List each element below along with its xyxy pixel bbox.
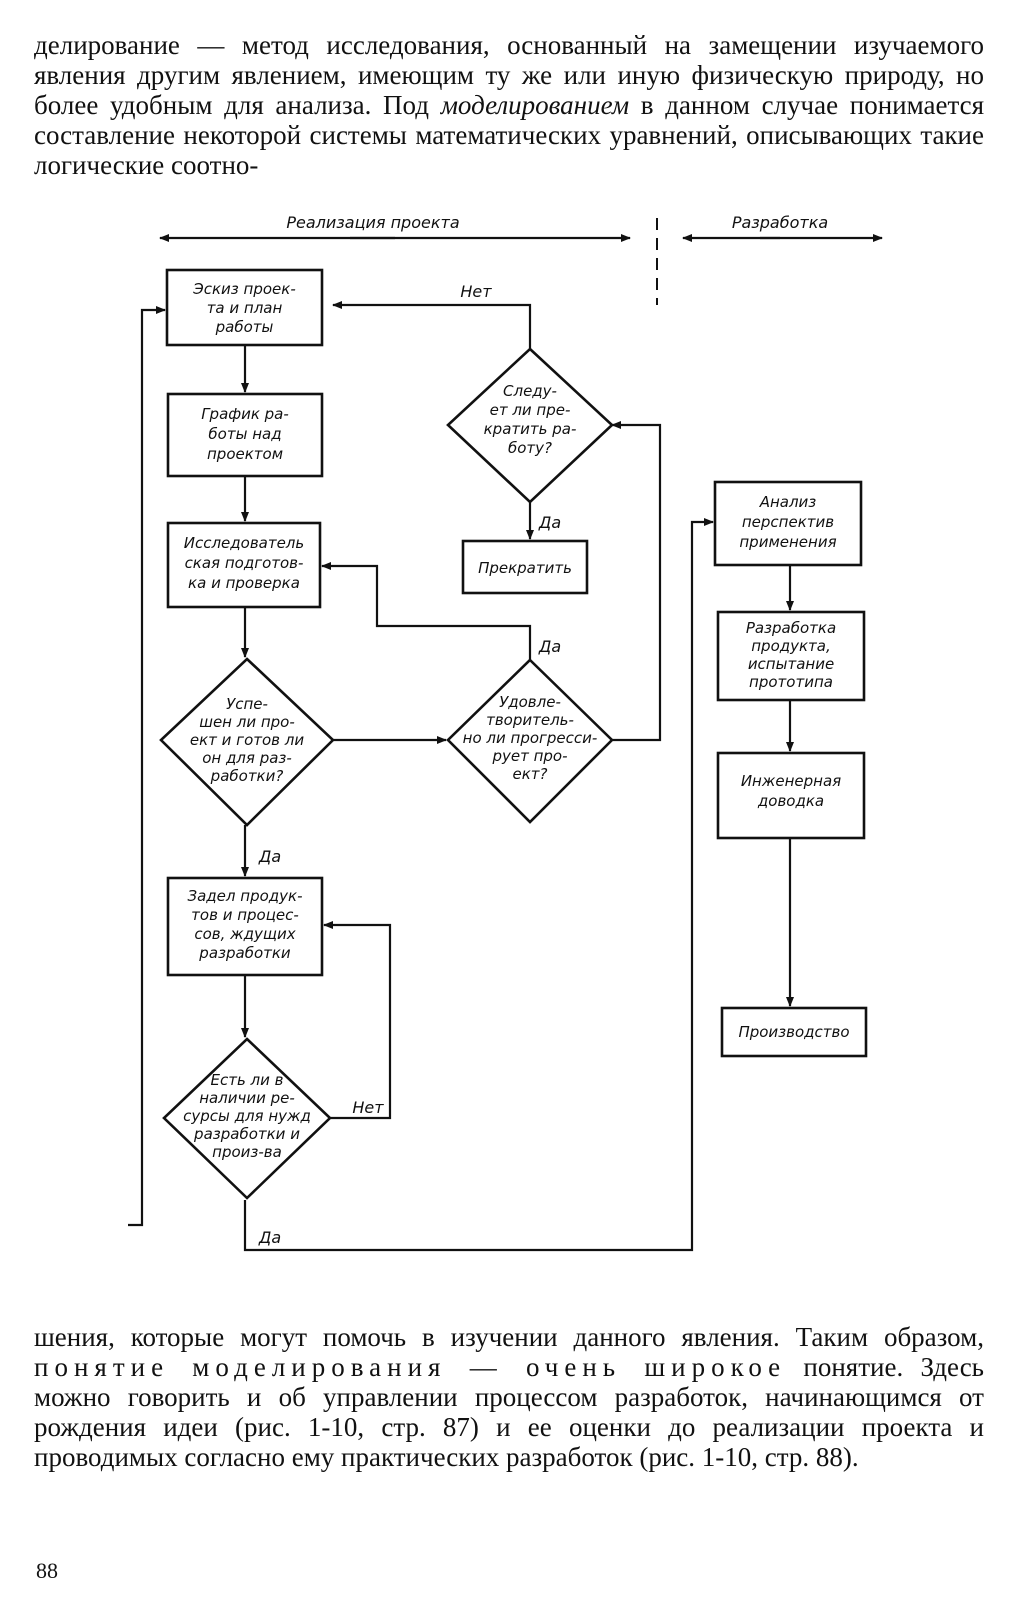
page-number: 88 xyxy=(36,1558,58,1583)
box-product-development-line-1: Разработка xyxy=(746,619,836,637)
label-no-stop: Нет xyxy=(460,282,492,301)
box-product-development: Разработка продукта, испытание прототипа xyxy=(716,610,866,702)
decision-resources: Есть ли в наличии ре- сурсы для нужд раз… xyxy=(162,1037,332,1200)
box-production-line-1: Производство xyxy=(738,1023,849,1041)
box-schedule-line-3: проектом xyxy=(207,445,283,463)
decision-resources-line-1: Есть ли в xyxy=(210,1071,283,1089)
box-research: Исследователь ская подготов- ка и провер… xyxy=(166,521,322,609)
header-development: Разработка xyxy=(682,213,883,242)
box-schedule: График ра- боты над проектом xyxy=(166,392,324,478)
edge-progress-yes-to-research xyxy=(321,562,532,660)
paragraph-top-part2: в данном случае понимается составление н… xyxy=(34,90,984,180)
decision-progress-line-4: рует про- xyxy=(491,747,567,765)
paragraph-bottom-part2: понятие. Здесь можно говорить и об управ… xyxy=(34,1352,984,1472)
box-stop-line-1: Прекратить xyxy=(478,559,572,577)
box-engineering: Инженерная доводка xyxy=(716,751,866,840)
label-yes-progress: Да xyxy=(538,637,561,656)
decision-stop-work: Следу- ет ли пре- кратить ра- боту? xyxy=(446,347,614,504)
label-yes-resources: Да xyxy=(258,1228,281,1247)
box-engineering-line-1: Инженерная xyxy=(741,772,841,790)
box-research-line-1: Исследователь xyxy=(184,534,305,552)
edge-progress-to-stop-decision xyxy=(611,421,662,742)
box-backlog-line-1: Задел продук- xyxy=(188,887,303,905)
box-sketch-line-3: работы xyxy=(215,318,274,336)
decision-stop-work-line-4: боту? xyxy=(508,439,552,457)
decision-success-line-2: шен ли про- xyxy=(199,713,295,731)
term-modeling: моделированием xyxy=(440,90,630,120)
decision-success-line-1: Успе- xyxy=(226,695,268,713)
box-sketch-line-1: Эскиз проек- xyxy=(192,280,295,298)
decision-progress-line-2: творитель- xyxy=(486,711,574,729)
paragraph-bottom-part1: шения, которые могут помочь в изучении д… xyxy=(34,1322,984,1352)
label-yes-stop: Да xyxy=(538,513,561,532)
box-stop: Прекратить xyxy=(461,539,589,595)
paragraph-bottom: шения, которые могут помочь в изучении д… xyxy=(34,1322,984,1472)
box-engineering-line-2: доводка xyxy=(757,792,824,810)
decision-success-line-4: он для раз- xyxy=(202,749,292,767)
box-analysis-line-3: применения xyxy=(739,533,836,551)
box-production: Производство xyxy=(720,1006,868,1058)
decision-stop-work-line-1: Следу- xyxy=(503,382,557,400)
label-no-resources: Нет xyxy=(352,1098,384,1117)
edge-resources-yes-to-analysis xyxy=(243,518,714,1252)
edge-return-to-sketch xyxy=(128,306,166,1227)
paragraph-top: делирование — метод исследования, основа… xyxy=(34,30,984,180)
box-backlog-line-4: разработки xyxy=(198,944,291,962)
box-product-development-line-3: испытание xyxy=(748,655,834,673)
header-realization: Реализация проекта xyxy=(159,213,631,242)
decision-resources-line-4: разработки и xyxy=(193,1125,300,1143)
decision-progress-line-3: но ли прогресси- xyxy=(463,729,598,747)
decision-success: Успе- шен ли про- ект и готов ли он для … xyxy=(159,657,335,827)
box-research-line-2: ская подготов- xyxy=(185,554,304,572)
box-backlog-line-3: сов, ждущих xyxy=(194,925,295,943)
decision-resources-line-3: сурсы для нужд xyxy=(183,1107,311,1125)
header-realization-label: Реализация проекта xyxy=(286,213,459,232)
box-sketch-line-2: та и план xyxy=(207,299,283,317)
decision-progress-line-1: Удовле- xyxy=(499,693,561,711)
box-schedule-line-2: боты над xyxy=(208,425,281,443)
edge-stop-no-to-sketch xyxy=(332,301,532,350)
box-schedule-line-1: График ра- xyxy=(201,405,289,423)
box-research-line-3: ка и проверка xyxy=(188,574,300,592)
decision-progress: Удовле- творитель- но ли прогресси- рует… xyxy=(446,658,614,824)
edge-resources-no-to-backlog xyxy=(323,921,392,1120)
box-product-development-line-4: прототипа xyxy=(749,673,833,691)
decision-resources-line-5: произ-ва xyxy=(212,1143,282,1161)
box-analysis-line-1: Анализ xyxy=(759,493,817,511)
decision-success-line-5: работки? xyxy=(210,767,284,785)
paragraph-top-part1: делирование — метод исследования, основа… xyxy=(34,30,984,120)
box-analysis: Анализ перспектив применения xyxy=(713,480,863,567)
box-backlog: Задел продук- тов и процес- сов, ждущих … xyxy=(166,876,324,977)
decision-progress-line-5: ект? xyxy=(513,765,548,783)
spaced-phrase: понятие моделирования — очень широкое xyxy=(34,1352,787,1382)
box-sketch: Эскиз проек- та и план работы xyxy=(165,268,324,347)
decision-success-line-3: ект и готов ли xyxy=(190,731,304,749)
box-product-development-line-2: продукта, xyxy=(751,637,831,655)
header-development-label: Разработка xyxy=(732,213,828,232)
connectors xyxy=(128,301,794,1252)
decision-stop-work-line-2: ет ли пре- xyxy=(490,401,571,419)
decision-resources-line-2: наличии ре- xyxy=(199,1089,295,1107)
label-yes-success: Да xyxy=(258,847,281,866)
box-backlog-line-2: тов и процес- xyxy=(191,906,299,924)
decision-stop-work-line-3: кратить ра- xyxy=(484,420,577,438)
box-analysis-line-2: перспектив xyxy=(742,513,834,531)
